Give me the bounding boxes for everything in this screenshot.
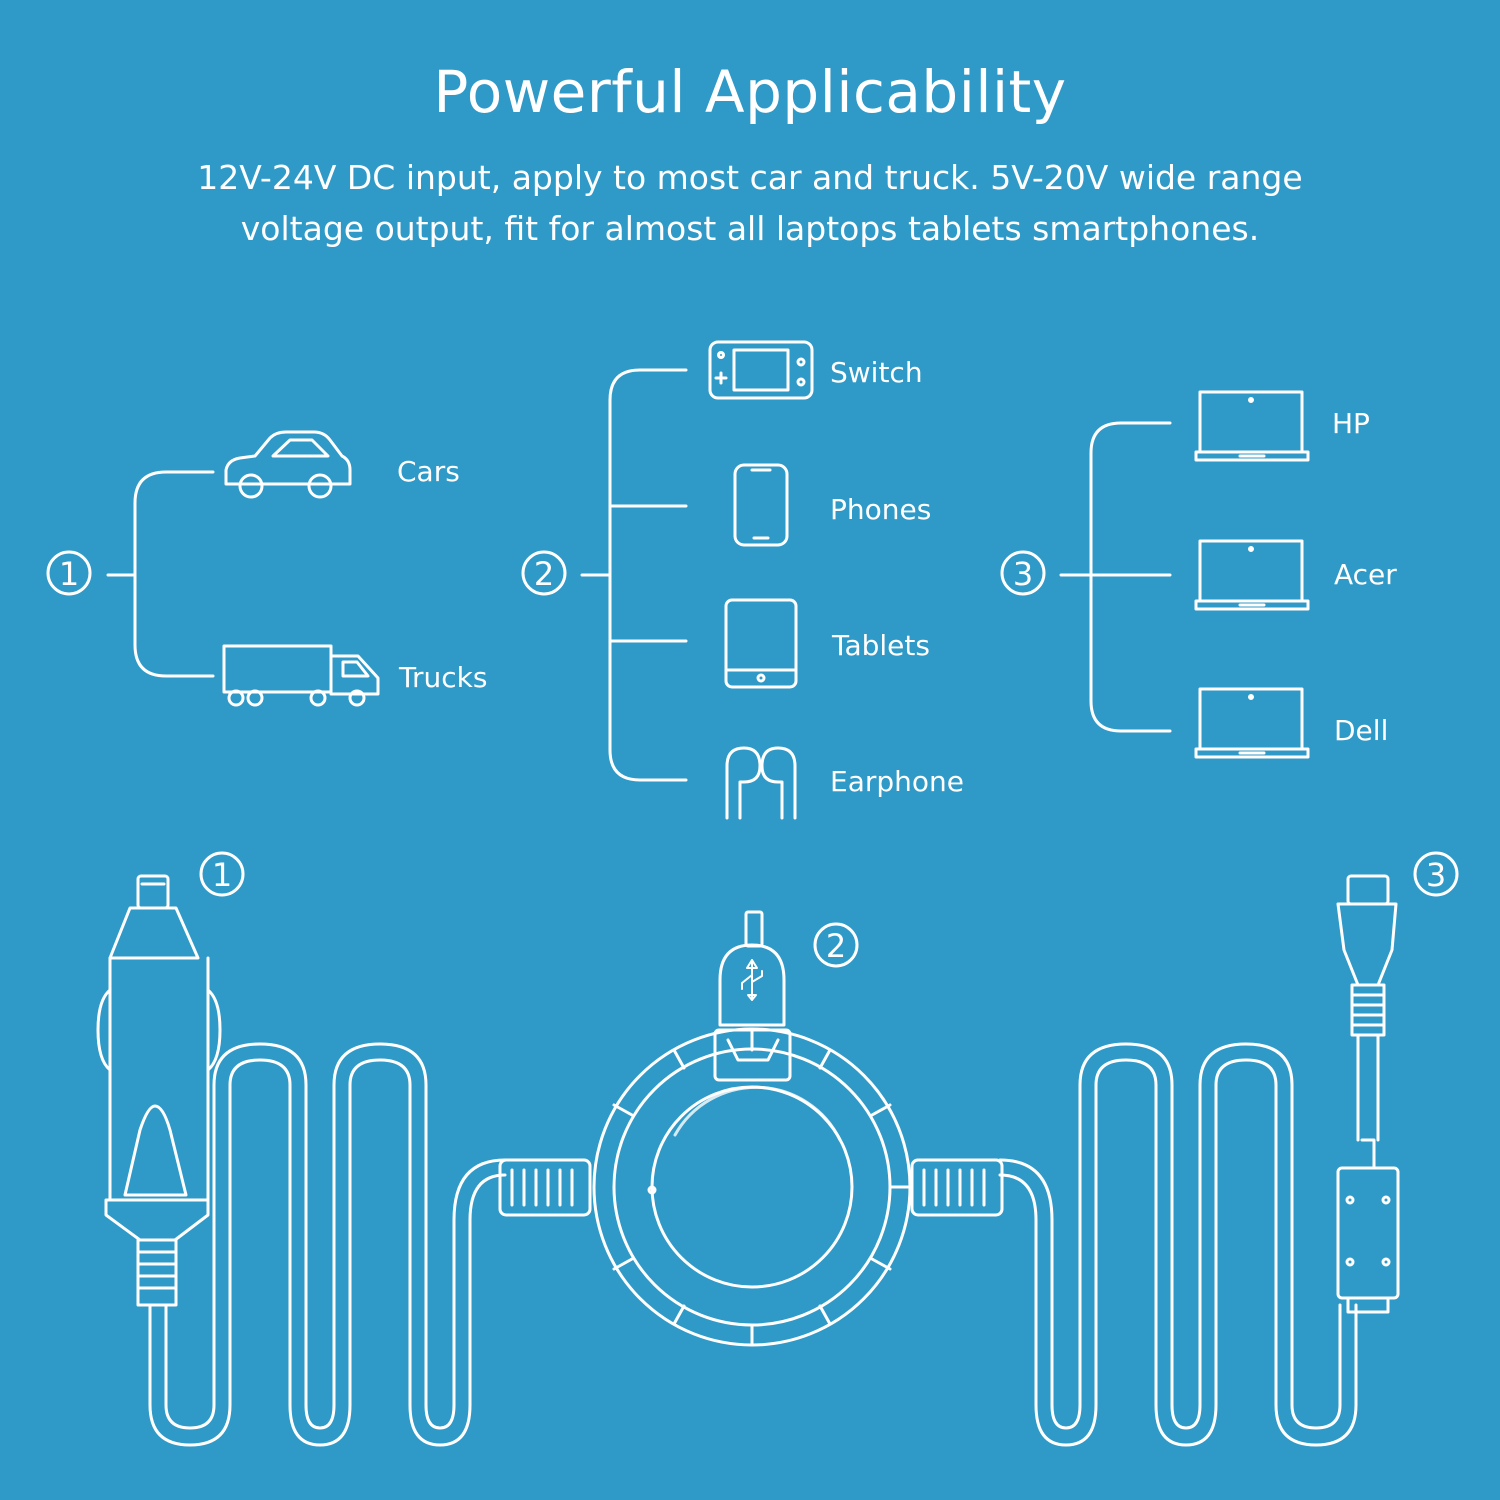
left-coiled-cable	[148, 1042, 507, 1447]
phone-icon	[733, 463, 789, 547]
callout-2-circle	[813, 922, 859, 968]
group-2-number-circle	[521, 550, 567, 596]
truck-icon	[222, 644, 380, 707]
callout-3-number: 3	[1426, 856, 1446, 894]
group-2-number: 2	[534, 555, 554, 593]
subtitle-line-2: voltage output, fit for almost all lapto…	[240, 209, 1260, 248]
label-tablets: Tablets	[831, 629, 930, 662]
callout-3-circle	[1413, 851, 1459, 897]
cable-illustration: 1 2 3	[96, 851, 1459, 1447]
group-2: 2 Switch Phones Tablet	[521, 340, 964, 820]
game-console-icon	[708, 340, 814, 400]
label-acer: Acer	[1334, 558, 1397, 591]
label-switch: Switch	[830, 356, 923, 389]
earphone-icon	[725, 746, 797, 820]
label-earphone: Earphone	[830, 765, 964, 798]
group-3-number-circle	[1000, 550, 1046, 596]
right-coiled-cable	[998, 1042, 1358, 1447]
label-hp: HP	[1332, 407, 1370, 440]
laptop-icon-acer	[1194, 539, 1310, 611]
usb-hub	[592, 910, 912, 1347]
group-3: 3 HP Acer Dell	[1000, 390, 1397, 759]
group-3-number: 3	[1013, 555, 1033, 593]
label-dell: Dell	[1334, 714, 1388, 747]
label-trucks: Trucks	[398, 661, 487, 694]
label-phones: Phones	[830, 493, 931, 526]
group-2-bracket	[580, 368, 688, 782]
subtitle-line-1: 12V-24V DC input, apply to most car and …	[197, 158, 1303, 197]
tablet-icon	[724, 598, 798, 689]
group-1-number-circle	[46, 550, 92, 596]
laptop-icon-dell	[1194, 687, 1310, 759]
dc-plug-icon	[1336, 874, 1400, 1314]
group-3-bracket	[1059, 421, 1172, 733]
car-plug-icon	[96, 874, 222, 1307]
callout-1-circle	[199, 851, 245, 897]
callout-2-number: 2	[826, 927, 846, 965]
page-subtitle: 12V-24V DC input, apply to most car and …	[150, 152, 1350, 254]
label-cars: Cars	[397, 455, 460, 488]
group-1-number: 1	[59, 555, 79, 593]
laptop-icon-hp	[1194, 390, 1310, 462]
callout-1-number: 1	[212, 856, 232, 894]
group-1-bracket	[106, 470, 215, 678]
group-1: 1 Cars Trucks	[46, 430, 487, 707]
page-title: Powerful Applicability	[433, 58, 1067, 126]
left-strain-relief	[498, 1158, 592, 1217]
right-strain-relief	[910, 1158, 1004, 1217]
car-icon	[224, 430, 352, 499]
